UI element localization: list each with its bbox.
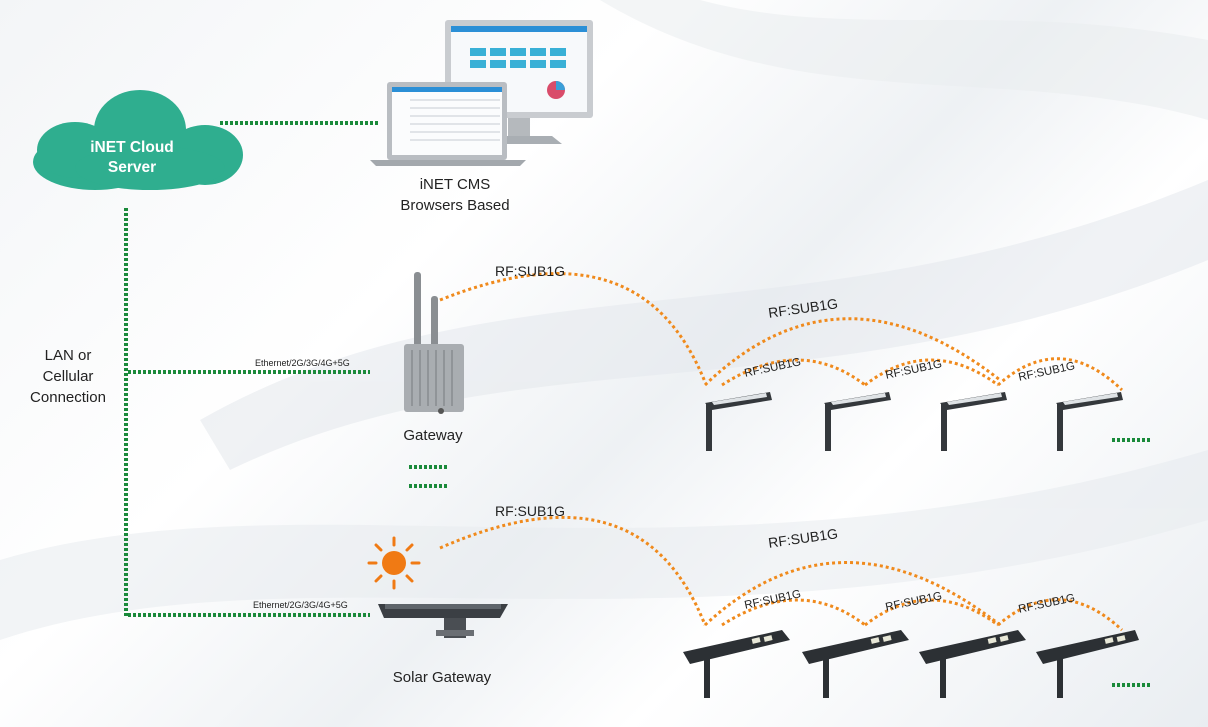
gateway-label: Gateway	[403, 427, 463, 444]
solar-street-light-icon	[683, 630, 790, 698]
rf-arc-gateway	[439, 272, 707, 383]
cloud-server-icon	[33, 90, 243, 190]
solar-gateway-link-label: Ethernet/2G/3G/4G+5G	[253, 600, 348, 610]
sun-icon	[367, 536, 421, 590]
street-light-icon	[940, 392, 1007, 451]
connection-label-line3: Connection	[30, 389, 106, 406]
rf-arc-row1-long	[703, 317, 1001, 387]
rf-arc-row2-hop1	[721, 598, 866, 627]
connection-label-line1: LAN or	[44, 347, 92, 364]
cms-label-line1: iNET CMS	[419, 176, 491, 193]
rf-arc-row2-long	[703, 561, 1001, 627]
solar-gateway-label: Solar Gateway	[392, 669, 492, 686]
street-light-icon	[824, 392, 891, 451]
solar-street-light-icon	[1036, 630, 1139, 698]
cloud-label-line1: iNET Cloud	[90, 139, 174, 156]
rf-arc-row1-hop3	[997, 357, 1124, 392]
solar-street-light-icon	[919, 630, 1026, 698]
rf-arc-row1-hop1	[721, 358, 866, 387]
rf-links	[439, 272, 1124, 632]
rf-arc-row1-hop2	[864, 358, 999, 387]
rf-label-gateway: RF:SUB1G	[495, 263, 566, 279]
wan-links	[124, 121, 1150, 687]
street-light-row-1	[705, 392, 1123, 451]
connection-label: LAN or Cellular Connection	[20, 345, 116, 408]
cloud-server-label: iNET Cloud Server	[82, 138, 182, 178]
solar-street-light-row-2	[683, 630, 1139, 698]
rf-arc-row2-hop2	[864, 598, 999, 627]
connection-label-line2: Cellular	[42, 368, 94, 385]
background-swooshes	[0, 0, 1208, 640]
cloud-label-line2: Server	[107, 159, 157, 176]
cms-label-line2: Browsers Based	[400, 197, 510, 214]
rf-label-solar: RF:SUB1G	[495, 503, 566, 519]
gateway-icon	[404, 272, 464, 414]
cms-label: iNET CMS Browsers Based	[400, 174, 510, 216]
street-light-icon	[1056, 392, 1123, 451]
gateway-link-label: Ethernet/2G/3G/4G+5G	[255, 358, 350, 368]
street-light-icon	[705, 392, 772, 451]
rf-arc-row2-hop3	[997, 598, 1124, 632]
laptop-icon	[370, 82, 526, 166]
solar-street-light-icon	[802, 630, 909, 698]
solar-gateway-icon	[378, 604, 508, 638]
